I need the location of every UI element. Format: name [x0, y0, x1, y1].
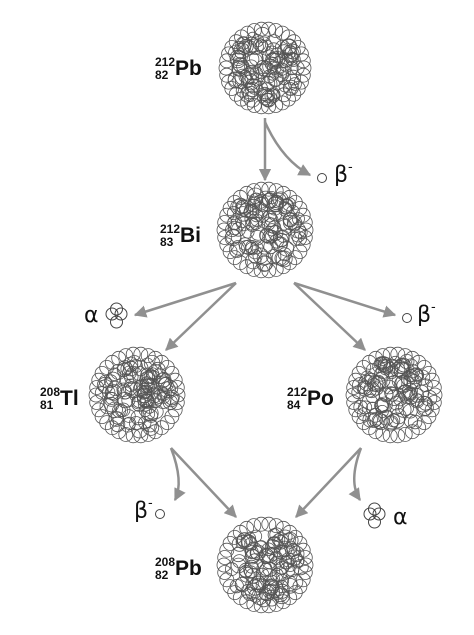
element-symbol: Bi [180, 224, 201, 247]
element-symbol: Tl [60, 387, 79, 410]
beta-label-2: β- [417, 300, 436, 328]
beta-charge: - [431, 300, 436, 315]
atomic-number: 84 [287, 398, 301, 412]
element-symbol: Pb [175, 557, 202, 580]
mass-number: 208 [155, 555, 176, 569]
label-po212: 212 84 Po [287, 385, 367, 425]
alpha-particle-2 [363, 502, 386, 529]
beta-particle-2 [402, 313, 412, 323]
beta-charge: - [348, 160, 353, 175]
element-symbol: Po [307, 387, 334, 410]
atomic-number: 82 [155, 568, 169, 582]
beta-symbol: β [134, 498, 149, 524]
po212-nucleus [345, 346, 443, 444]
alpha-particle-1 [105, 302, 128, 329]
mass-number: 212 [155, 55, 176, 69]
beta-particle-1 [317, 173, 327, 183]
arrow-bi212-alpha-emission [133, 281, 237, 318]
arrow-bi212-to-tl208 [165, 282, 237, 351]
atomic-number: 82 [155, 68, 169, 82]
beta-symbol: β [417, 302, 432, 328]
label-tl208: 208 81 Tl [40, 385, 120, 425]
mass-number: 208 [40, 385, 61, 399]
alpha-label-1: α [84, 303, 99, 328]
beta-particle-3 [155, 509, 165, 519]
arrow-pb212-beta-emission [263, 121, 312, 177]
label-pb212: 212 82 Pb [155, 55, 235, 95]
arrow-bi212-to-po212 [293, 282, 366, 351]
beta-label-3: β- [134, 496, 153, 524]
alpha-symbol: α [393, 505, 408, 530]
mass-number: 212 [160, 222, 181, 236]
label-pb208: 208 82 Pb [155, 555, 235, 595]
beta-charge: - [148, 496, 153, 511]
element-symbol: Pb [175, 57, 202, 80]
bi212-nucleus [216, 181, 314, 279]
beta-label-1: β- [334, 160, 353, 188]
arrow-po212-alpha-emission [348, 447, 363, 502]
pb212-nucleus [218, 21, 312, 115]
mass-number: 212 [287, 385, 308, 399]
arrow-tl208-beta-emission [169, 447, 186, 502]
pb208-nucleus [216, 516, 314, 614]
atomic-number: 83 [160, 235, 174, 249]
arrow-po212-to-pb208 [295, 447, 362, 518]
atomic-number: 81 [40, 398, 54, 412]
beta-symbol: β [334, 162, 349, 188]
alpha-label-2: α [393, 505, 408, 530]
alpha-symbol: α [84, 303, 99, 328]
arrow-bi212-beta-emission [293, 281, 397, 318]
arrow-tl208-to-pb208 [170, 447, 237, 518]
tl208-nucleus [88, 346, 186, 444]
label-bi212: 212 83 Bi [160, 222, 240, 262]
